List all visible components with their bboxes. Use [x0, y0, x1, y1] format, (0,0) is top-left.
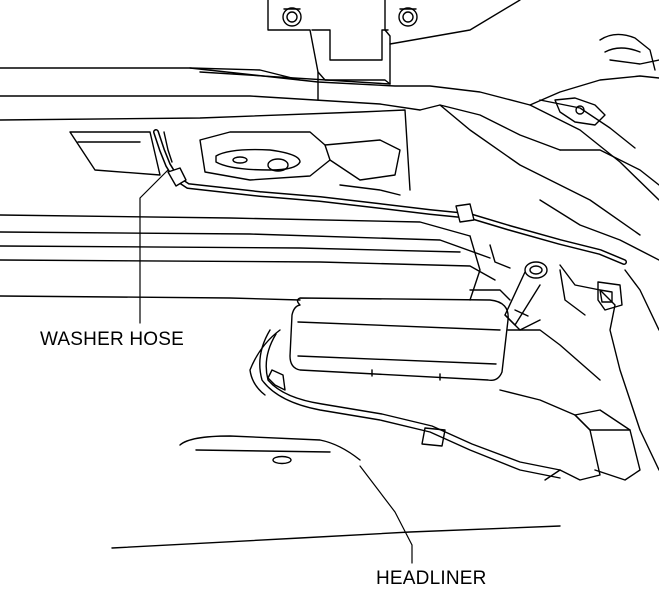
leader-lines — [139, 169, 413, 564]
bolt-right — [398, 7, 418, 27]
cutout-panels — [69, 131, 401, 196]
washer-hose — [153, 129, 627, 265]
lower-trim — [544, 409, 641, 481]
headliner-label: HEADLINER — [376, 568, 487, 589]
roof-rail — [0, 67, 659, 236]
map-lamp — [249, 297, 601, 396]
bolt-left — [282, 7, 302, 27]
upper-bracket — [267, 0, 521, 101]
headliner-seams — [0, 214, 511, 301]
wire-harness — [259, 329, 591, 479]
right-bracket — [554, 33, 659, 126]
a-pillar — [539, 199, 659, 471]
washer-hose-label: WASHER HOSE — [40, 329, 185, 350]
mirror-bracket — [504, 261, 548, 331]
headliner-contour — [111, 435, 561, 549]
